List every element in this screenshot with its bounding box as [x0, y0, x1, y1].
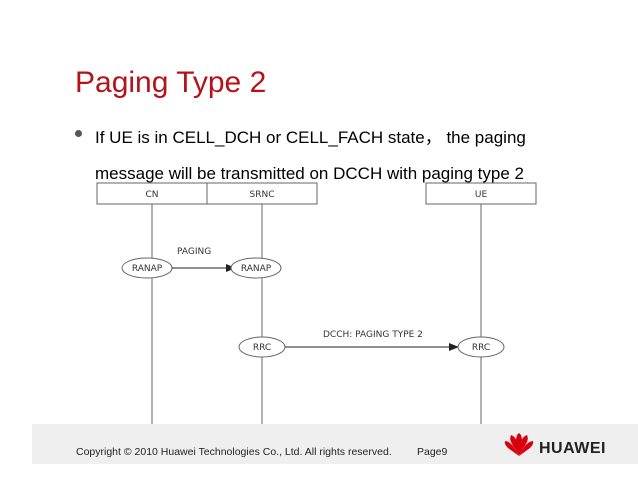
footer-bar [32, 424, 638, 464]
rrc-node-srnc-label: RRC [253, 343, 271, 353]
rrc-node-ue [457, 336, 505, 358]
entity-cn: CN [96, 182, 208, 205]
ranap-node-srnc [230, 257, 282, 279]
ranap-node-cn-label: RANAP [132, 264, 163, 274]
huawei-logo-icon [504, 433, 534, 456]
entity-ue-label: UE [475, 190, 488, 200]
message-paging-label: PAGING [177, 247, 211, 257]
message-dcch-label: DCCH: PAGING TYPE 2 [323, 330, 423, 340]
footer-copyright: Copyright © 2010 Huawei Technologies Co.… [76, 446, 392, 458]
page-number: Page9 [417, 446, 448, 458]
entity-srnc-label: SRNC [250, 190, 275, 200]
ranap-node-srnc-label: RANAP [241, 264, 272, 274]
entity-ue: UE [425, 182, 537, 205]
huawei-logo-text: HUAWEI [539, 440, 606, 457]
rrc-node-ue-label: RRC [472, 343, 490, 353]
bullet-icon [75, 130, 82, 137]
bullet-text: If UE is in CELL_DCH or CELL_FACH state，… [95, 128, 526, 183]
slide-title: Paging Type 2 [75, 66, 267, 99]
entity-srnc: SRNC [206, 182, 318, 205]
entity-cn-label: CN [145, 190, 158, 200]
